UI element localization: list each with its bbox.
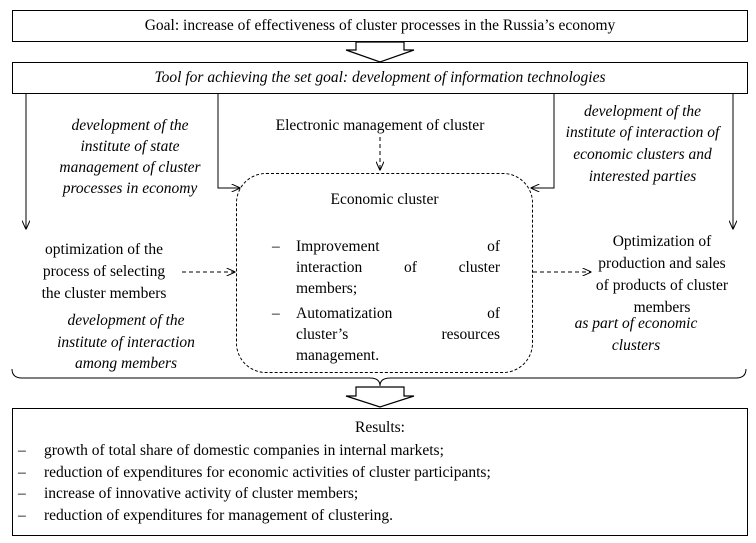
arrow-state-management-to-cluster: [217, 94, 240, 188]
state-management-line-1: development of the: [71, 117, 189, 134]
cluster-item-2: –Automatization of cluster’s resources m…: [272, 305, 500, 364]
cluster-title: Economic cluster: [330, 191, 439, 208]
interaction-parties-line-1: development of the: [583, 103, 702, 120]
bullet-dash: –: [272, 305, 280, 322]
hollow-arrow-to-results: [345, 386, 415, 408]
interaction-parties-line-4: interested parties: [588, 168, 697, 185]
goal-text: Goal: increase of effectiveness of clust…: [144, 17, 616, 34]
optimization-production-line-1: Optimization of: [612, 233, 712, 250]
as-part-line-2: clusters: [611, 337, 661, 354]
bottom-brace: [11, 368, 747, 387]
cluster-item-1: –Improvement of interaction of cluster m…: [272, 238, 500, 297]
as-part-line-1: as part of economic: [574, 315, 698, 332]
hollow-arrow-goal-to-tool: [345, 41, 415, 63]
optimization-production-line-4: members: [633, 299, 691, 316]
result-item: –reduction of expenditures for managemen…: [18, 506, 394, 524]
optimization-production-line-2: production and sales: [598, 255, 726, 272]
interaction-members-line-3: among members: [74, 355, 178, 372]
interaction-parties-line-3: economic clusters and: [573, 146, 712, 163]
state-management-line-4: processes in economy: [62, 180, 198, 197]
state-management-line-3: management of cluster: [59, 159, 201, 176]
goal-box: Goal: increase of effectiveness of clust…: [12, 10, 748, 42]
tool-box: Tool for achieving the set goal: develop…: [12, 62, 748, 94]
results-box: [12, 408, 748, 536]
tool-text: Tool for achieving the set goal: develop…: [154, 69, 606, 86]
electronic-management-label: Electronic management of cluster: [275, 117, 485, 134]
bullet-dash: –: [272, 238, 280, 255]
optimization-production-line-3: of products of cluster: [595, 277, 729, 294]
results-title: Results:: [355, 419, 405, 436]
result-item: –increase of innovative activity of clus…: [18, 485, 359, 502]
optimization-selection-line-3: the cluster members: [41, 285, 167, 302]
interaction-parties-line-2: institute of interaction of: [565, 124, 720, 141]
arrow-interaction-parties-to-cluster: [531, 94, 555, 188]
interaction-members-line-2: institute of interaction: [57, 334, 195, 351]
result-item: –reduction of expenditures for economic …: [18, 463, 491, 481]
optimization-selection-line-2: process of selecting: [42, 263, 166, 280]
result-item: –growth of total share of domestic compa…: [18, 442, 444, 459]
results-list: –growth of total share of domestic compa…: [18, 440, 718, 526]
optimization-selection-line-1: optimization of the: [45, 241, 163, 258]
economic-cluster-box: [236, 173, 533, 373]
state-management-line-2: institute of state: [80, 138, 180, 155]
interaction-members-line-1: development of the: [67, 312, 185, 329]
